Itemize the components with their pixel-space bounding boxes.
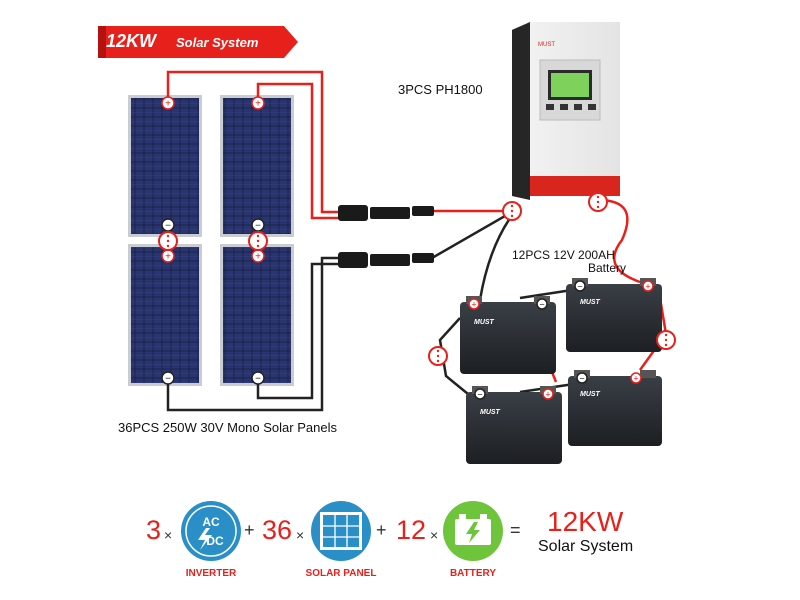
solar-panel-top-right [220,95,294,237]
svg-text:+: + [255,99,261,110]
plus-terminal-icon: + [251,96,265,110]
equals-sign: = [510,520,521,540]
inverter-unit: MUST [512,22,620,200]
minus-terminal-icon: − [251,218,265,232]
minus-terminal-icon: − [474,388,486,400]
minus-terminal-icon: − [536,298,548,310]
battery-brand: MUST [480,409,501,416]
minus-terminal-icon: − [576,372,588,384]
banner-power: 12KW [106,31,157,51]
solar-panel-bottom-left [128,244,202,386]
solar-panel-bottom-right [220,244,294,386]
series-dots-icon [502,201,522,221]
svg-text:+: + [545,390,550,400]
ac-label: AC [202,515,220,529]
battery-label-line2: Battery [588,261,627,275]
plus-terminal-icon: + [630,372,642,384]
minus-terminal-icon: − [161,218,175,232]
svg-text:+: + [471,300,476,310]
plus-terminal-icon: + [161,96,175,110]
plus-terminal-icon: + [642,280,654,292]
banner-title: Solar System [176,35,259,50]
title-banner [98,26,298,58]
panels-label: 36PCS 250W 30V Mono Solar Panels [118,420,337,435]
mc4-connector-bottom [338,252,434,268]
result-power: 12KW [547,506,624,537]
plus-terminal-icon: + [468,298,480,310]
svg-text:+: + [645,282,650,292]
times-sign: × [296,527,305,543]
svg-text:−: − [577,282,582,292]
battery-brand: MUST [580,391,601,398]
series-dots-icon [158,231,178,251]
minus-terminal-icon: − [251,371,265,385]
series-dots-icon [656,330,676,350]
battery-caption: BATTERY [449,568,497,579]
plus-terminal-icon: + [542,388,554,400]
result-text: Solar System [538,538,634,555]
plus-sign: + [244,520,255,540]
series-dots-icon [588,192,608,212]
plus-terminal-icon: + [161,249,175,263]
series-dots-icon [428,346,448,366]
svg-text:+: + [165,252,171,263]
svg-text:−: − [255,374,261,385]
svg-text:−: − [539,300,544,310]
dc-label: DC [206,534,224,548]
inverter-brand: MUST [538,42,555,48]
plus-terminal-icon: + [251,249,265,263]
terminal-markers: + + − − + + − − + − − + − + − + [161,96,654,400]
svg-text:+: + [633,374,638,384]
solar-panel-caption: SOLAR PANEL [305,568,377,579]
svg-text:−: − [579,374,584,384]
plus-sign: + [376,520,387,540]
solar-panel-icon [311,501,371,561]
svg-text:−: − [165,221,171,232]
inverter-count: 3 [146,515,162,545]
times-sign: × [430,527,439,543]
svg-text:+: + [165,99,171,110]
panel-count: 36 [262,515,293,545]
battery-count: 12 [396,515,427,545]
series-link-markers [158,192,676,366]
inverter-icon: AC DC [181,501,241,561]
svg-text:−: − [165,374,171,385]
battery-brand: MUST [474,319,495,326]
series-dots-icon [248,231,268,251]
battery-icon [443,501,503,561]
battery-brand: MUST [580,299,601,306]
inverter-caption: INVERTER [185,568,237,579]
minus-terminal-icon: − [574,280,586,292]
inverter-label: 3PCS PH1800 [398,82,483,97]
solar-panel-top-left [128,95,202,237]
mc4-connector-top [338,205,434,221]
times-sign: × [164,527,173,543]
svg-text:−: − [477,390,482,400]
svg-text:−: − [255,221,261,232]
minus-terminal-icon: − [161,371,175,385]
svg-text:+: + [255,252,261,263]
battery-label-line1: 12PCS 12V 200AH [512,248,615,262]
